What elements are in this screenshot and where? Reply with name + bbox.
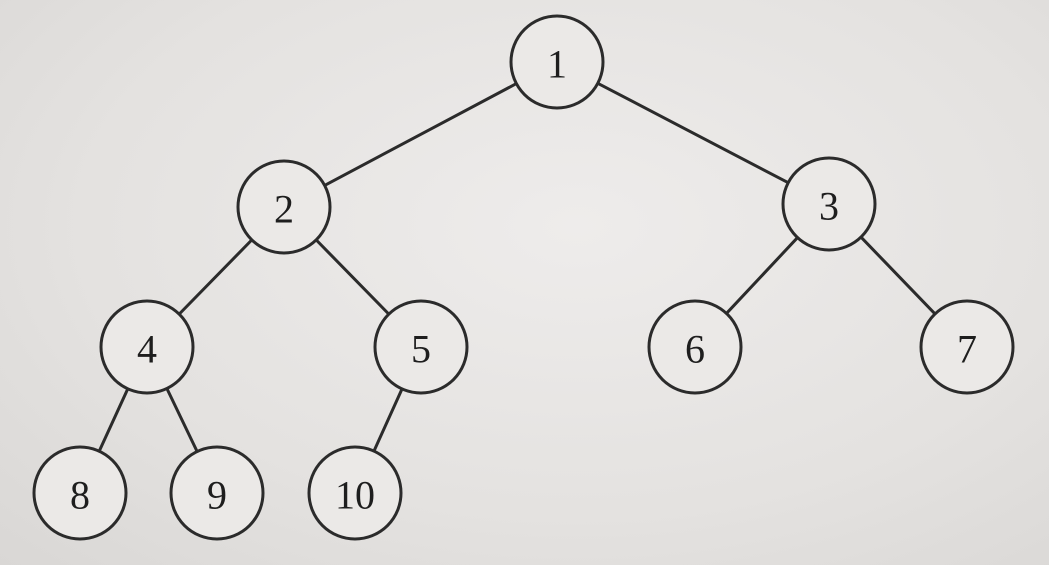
edge-5-10 xyxy=(372,387,404,453)
node-label-6: 6 xyxy=(685,327,705,372)
edge-2-5 xyxy=(314,238,391,316)
node-label-2: 2 xyxy=(274,187,294,232)
node-label-7: 7 xyxy=(957,327,977,372)
tree-node-10: 10 xyxy=(307,445,403,541)
node-label-4: 4 xyxy=(137,327,157,372)
node-circle-7 xyxy=(919,299,1015,395)
node-label-9: 9 xyxy=(207,473,227,518)
node-label-8: 8 xyxy=(70,473,90,518)
node-label-1: 1 xyxy=(547,42,567,87)
node-label-3: 3 xyxy=(819,184,839,229)
node-circle-6 xyxy=(647,299,743,395)
edge-2-4 xyxy=(177,238,254,316)
tree-node-3: 3 xyxy=(781,156,877,252)
node-circle-9 xyxy=(169,445,265,541)
edge-1-2 xyxy=(323,82,518,187)
node-circle-10 xyxy=(307,445,403,541)
edge-3-7 xyxy=(859,235,937,316)
node-circle-3 xyxy=(781,156,877,252)
node-circle-5 xyxy=(373,299,469,395)
nodes-layer: 1 2 3 4 5 6 7 8 9 10 xyxy=(32,14,1015,541)
node-circle-1 xyxy=(509,14,605,110)
node-label-10: 10 xyxy=(335,473,375,518)
edge-4-9 xyxy=(165,386,199,454)
edge-4-8 xyxy=(97,387,130,453)
tree-node-2: 2 xyxy=(236,159,332,255)
tree-node-8: 8 xyxy=(32,445,128,541)
tree-node-1: 1 xyxy=(509,14,605,110)
tree-node-6: 6 xyxy=(647,299,743,395)
node-circle-2 xyxy=(236,159,332,255)
tree-node-9: 9 xyxy=(169,445,265,541)
node-circle-4 xyxy=(99,299,195,395)
tree-node-4: 4 xyxy=(99,299,195,395)
tree-node-5: 5 xyxy=(373,299,469,395)
edge-3-6 xyxy=(724,236,800,315)
node-label-5: 5 xyxy=(411,327,431,372)
edge-1-3 xyxy=(596,81,790,185)
node-circle-8 xyxy=(32,445,128,541)
edges-layer xyxy=(97,81,937,454)
tree-node-7: 7 xyxy=(919,299,1015,395)
